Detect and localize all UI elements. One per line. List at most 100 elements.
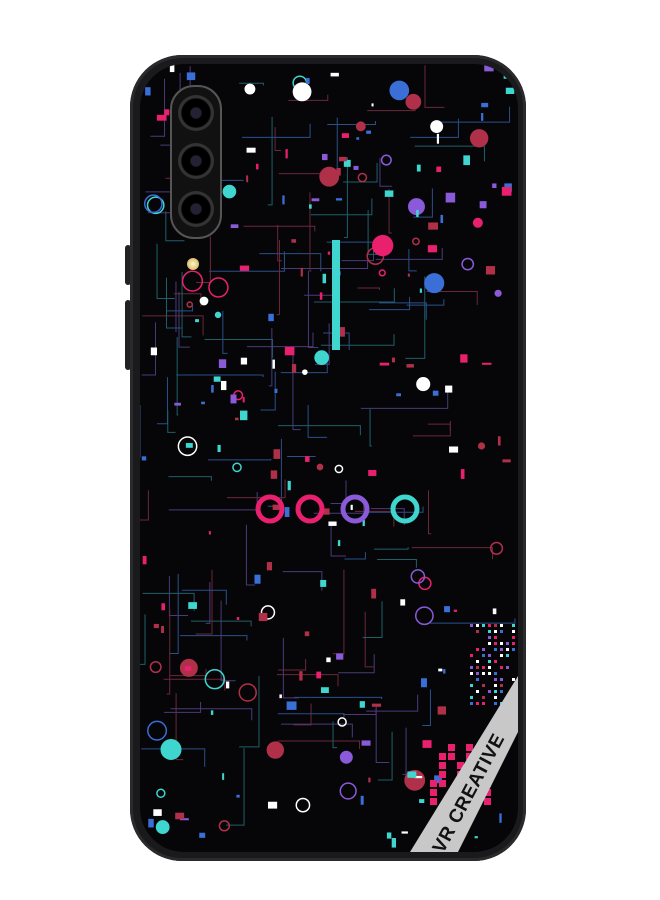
pattern-rect [506,648,509,651]
pattern-circle [355,121,366,132]
pattern-rect [470,624,473,627]
pattern-rect [500,624,503,627]
pattern-rect [199,832,206,838]
pattern-rect [466,744,473,751]
power-button [125,300,131,370]
pattern-rect [274,388,278,394]
pattern-rect [419,799,425,804]
pattern-rect [512,636,515,639]
pattern-path [282,637,299,699]
pattern-rect [414,775,423,779]
pattern-path [277,740,361,750]
pattern-path [208,458,272,461]
pattern-rect [457,762,464,769]
pattern-rect [335,198,343,201]
pattern-rect [427,245,437,253]
pattern-circle [238,683,257,702]
pattern-path [175,693,184,761]
pattern-path [181,271,192,338]
pattern-rect [254,574,261,584]
pattern-path [195,569,213,635]
pattern-path [427,490,432,535]
pattern-path [293,703,312,726]
pattern-path [414,145,485,162]
pattern-circle [295,494,325,524]
pattern-path [268,328,273,387]
pattern-rect [145,87,151,96]
pattern-rect [366,130,372,134]
pattern-path [427,423,451,431]
pattern-rect [494,702,497,705]
pattern-rect [482,624,485,627]
pattern-circle [477,442,486,450]
pattern-rect [208,531,211,535]
pattern-path [169,573,179,655]
pattern-circle [380,154,392,166]
pattern-rect [460,469,465,479]
pattern-rect [437,706,447,715]
pattern-rect [291,239,297,243]
pattern-rect [153,809,162,816]
pattern-rect [284,346,295,356]
pattern-circle [372,234,394,257]
pattern-rect [362,519,365,527]
pattern-circle [378,269,386,277]
pattern-path [375,704,390,763]
pattern-path [375,247,443,260]
pattern-rect [476,678,479,681]
pattern-rect [494,642,497,645]
pattern-path [166,304,194,312]
pattern-rect [512,630,515,633]
pattern-rect [506,642,509,645]
pattern-path [344,552,366,560]
pattern-path [260,371,276,411]
pattern-path [239,676,260,748]
pattern-rect [430,780,437,787]
pattern-path [243,225,316,232]
pattern-rect [211,385,214,393]
pattern-rect [142,556,147,565]
pattern-rect [500,630,503,633]
pattern-path [166,609,171,695]
pattern-path [168,476,212,481]
pattern-rect [391,357,395,363]
pattern-path [426,290,478,305]
pattern-rect [502,459,511,463]
pattern-rect [482,672,485,675]
pattern-rect [201,401,205,405]
pattern-path [313,288,395,303]
pattern-rect [476,702,479,705]
pattern-rect [416,164,421,172]
pattern-rect [482,696,485,699]
pattern-circle [204,669,225,690]
pattern-rect [482,684,485,687]
pattern-rect [323,508,330,515]
pattern-circle [390,494,420,524]
pattern-rect [379,362,390,366]
pattern-rect [453,609,457,612]
pattern-rect [512,678,515,681]
pattern-path [357,287,380,290]
pattern-circle [199,296,209,306]
pattern-path [310,198,373,216]
pattern-rect [309,204,312,209]
pattern-path [422,689,431,726]
pattern-path [176,337,179,416]
pattern-rect [482,648,485,651]
pattern-path [209,251,285,272]
pattern-path [410,118,459,138]
pattern-rect [494,684,497,687]
pattern-rect [186,72,196,81]
pattern-rect [406,364,414,368]
pattern-path [388,188,392,234]
pattern-path [362,601,383,638]
pattern-circle [339,782,357,800]
pattern-rect [368,777,371,783]
pattern-rect [235,417,239,421]
pattern-rect [338,327,345,337]
pattern-rect [488,630,491,633]
pattern-path [267,116,273,206]
pattern-path [323,117,338,174]
pattern-rect [321,153,328,161]
pattern-path [369,296,411,311]
